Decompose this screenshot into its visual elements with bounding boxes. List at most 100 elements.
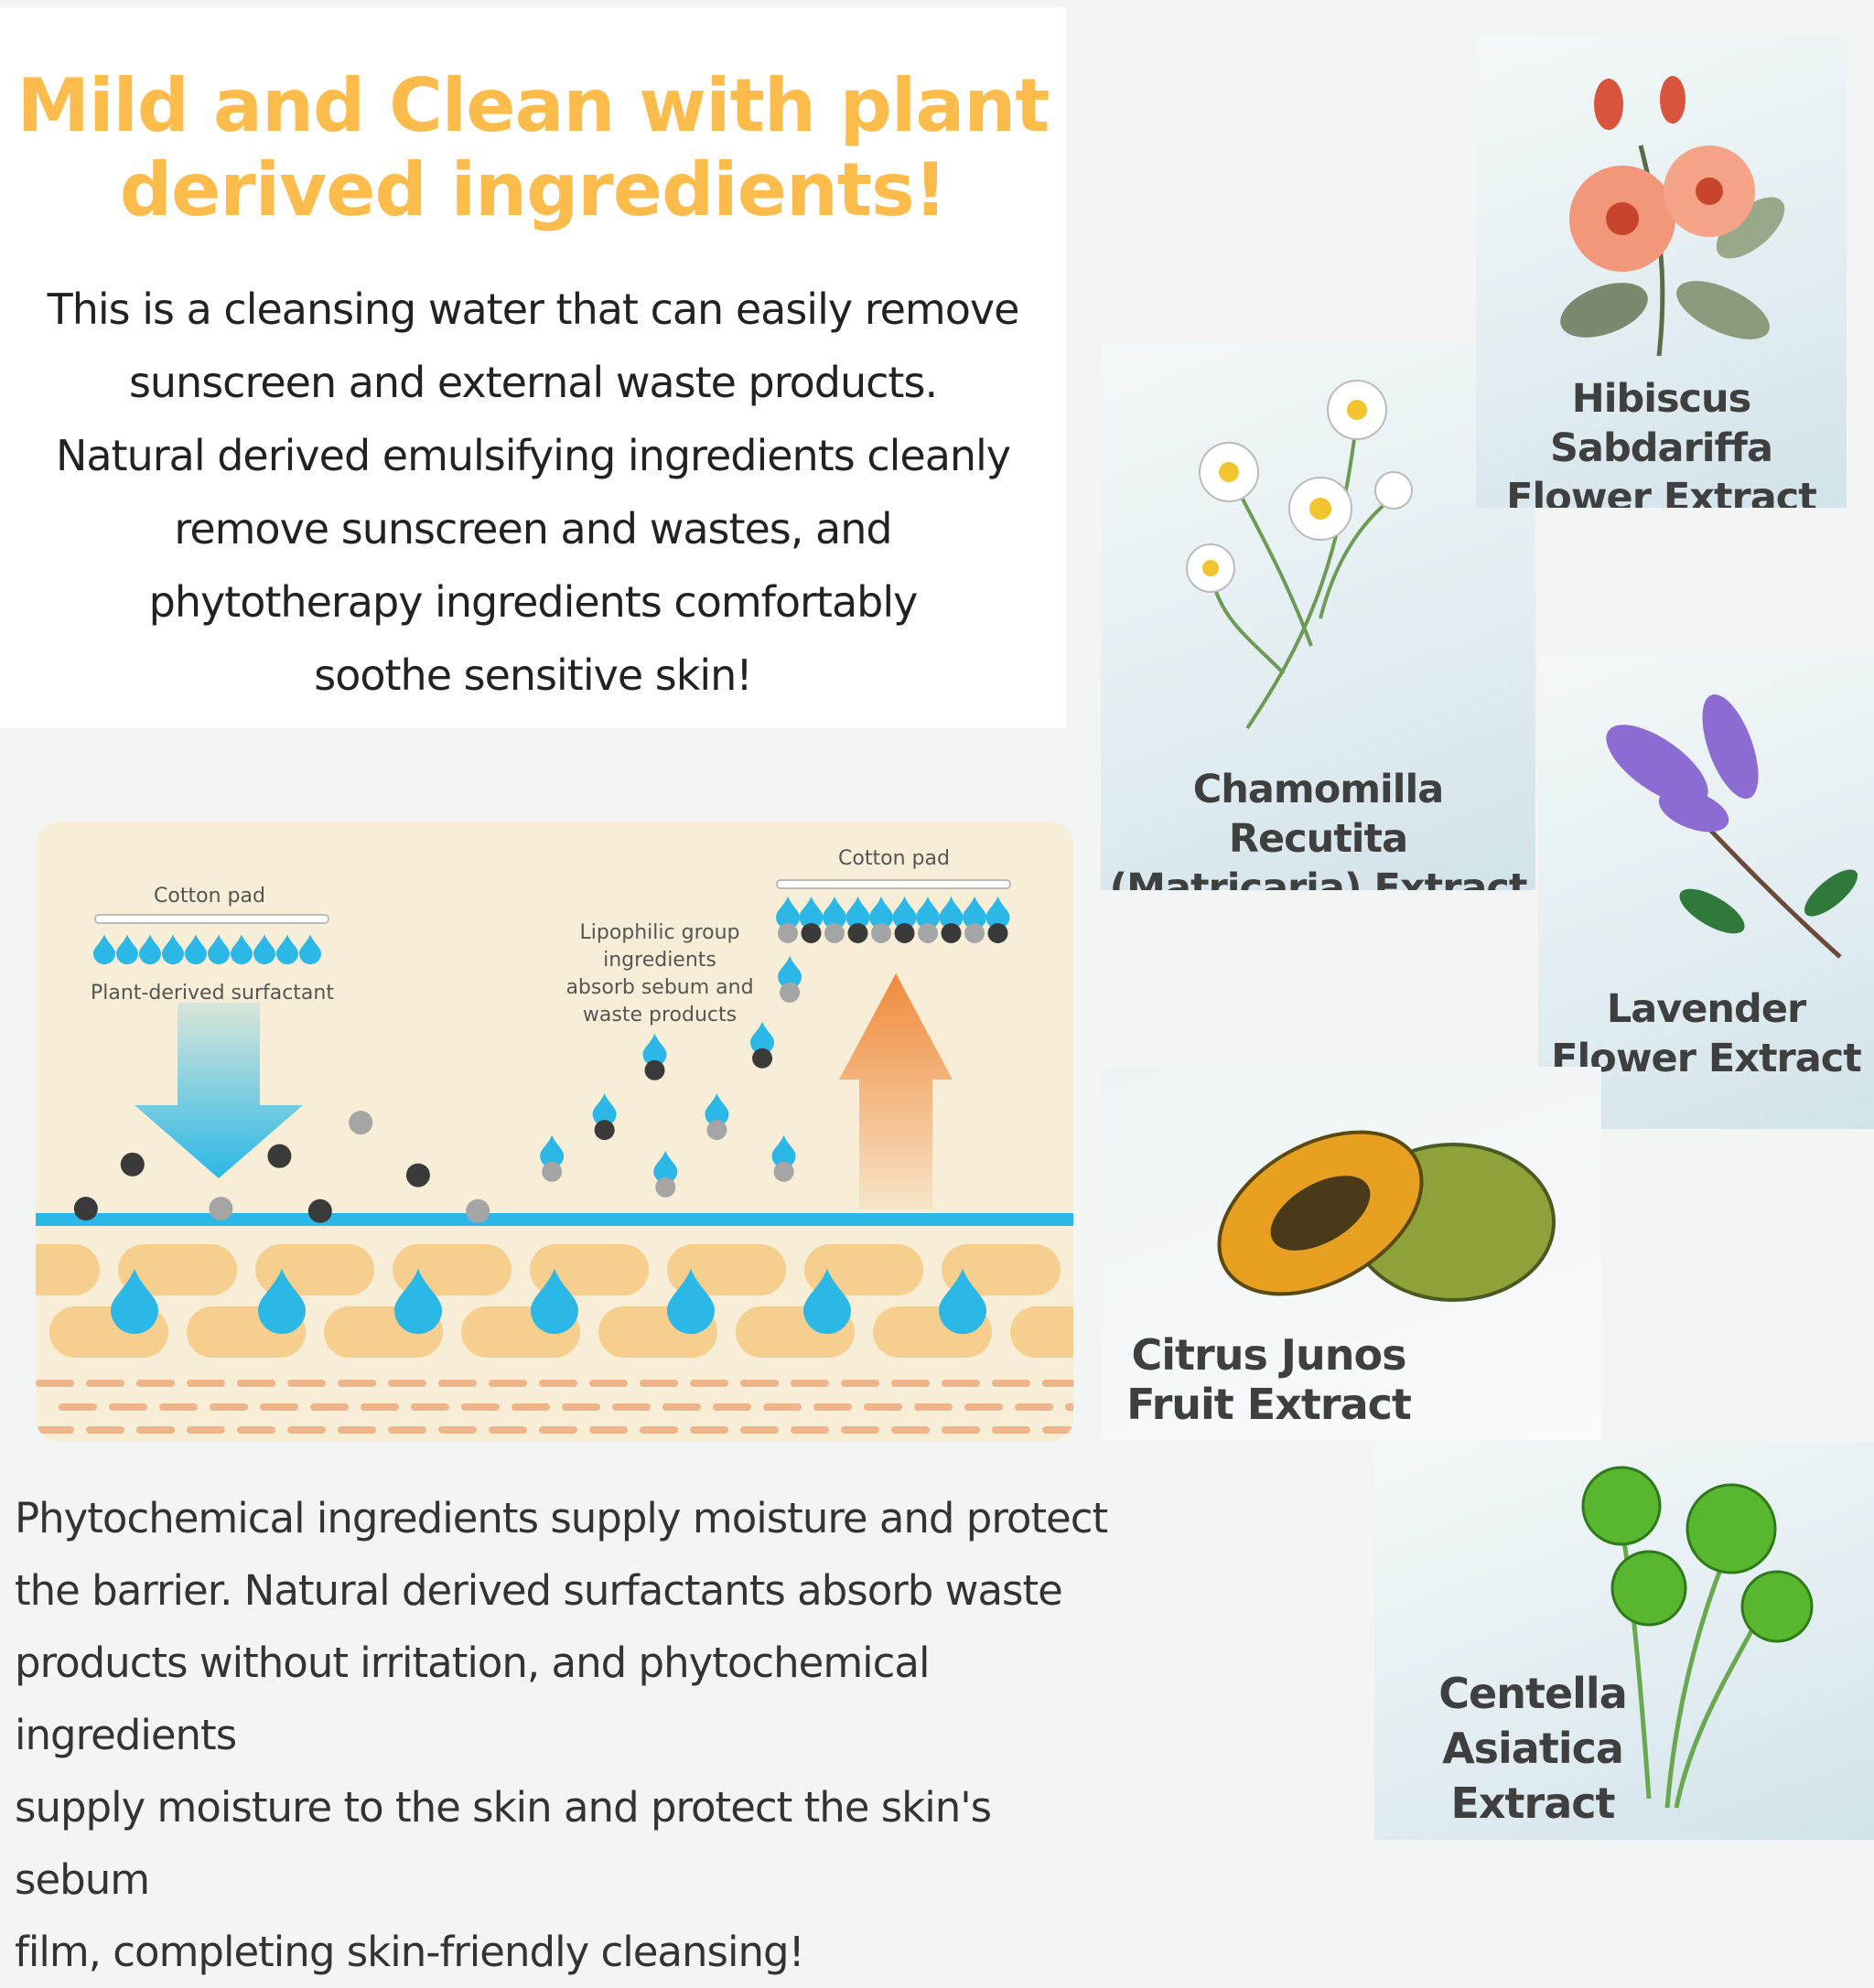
ingredient-tile-chamomile: Chamomilla Recutita (Matricaria) Extract — [1101, 344, 1535, 890]
skin-dash — [489, 1426, 527, 1434]
sebum-particle — [655, 1177, 676, 1198]
up-arrow-icon — [839, 973, 953, 1209]
title-line: derived ingredients! — [119, 147, 948, 232]
intro-panel — [0, 7, 1066, 728]
sebum-particle — [349, 1111, 373, 1135]
label-line: Asiatica — [1442, 1724, 1624, 1773]
sebum-particle — [752, 1048, 773, 1069]
skin-dash — [338, 1426, 376, 1434]
skin-dash — [942, 1426, 980, 1434]
water-drop-icon — [667, 1268, 715, 1335]
lipophilic-label: waste products — [583, 1004, 737, 1026]
sebum-particle — [801, 923, 822, 943]
cotton-pad-label: Cotton pad — [838, 847, 950, 870]
ingredient-label: Hibiscus Sabdariffa Flower Extract — [1476, 374, 1847, 508]
sebum-particle — [824, 923, 845, 943]
bottom-line: supply moisture to the skin and protect … — [15, 1783, 992, 1904]
skin-dash — [964, 1403, 1003, 1411]
ingredient-tile-centella: Centella Asiatica Extract — [1374, 1442, 1874, 1840]
intro-line: sunscreen and external waste products. — [128, 358, 938, 407]
water-drop-icon — [531, 1268, 578, 1335]
intro-line: This is a cleansing water that can easil… — [47, 285, 1020, 334]
skin-dash — [260, 1403, 298, 1411]
ingredient-label: Citrus Junos Fruit Extract — [1101, 1330, 1519, 1429]
label-line: (Matricaria) Extract — [1109, 865, 1528, 890]
water-drop-icon — [116, 934, 138, 965]
skin-dash — [438, 1380, 477, 1387]
label-line: Chamomilla Recutita — [1192, 767, 1445, 862]
sebum-particle — [780, 982, 801, 1003]
skin-dash — [690, 1380, 728, 1387]
diagram-illustration: Cotton pad Plant-derived surfactant Cott… — [36, 847, 1073, 1442]
water-drop-icon — [778, 955, 802, 989]
skin-cell — [36, 1244, 100, 1295]
skin-dash — [539, 1380, 577, 1387]
water-drop-icon — [139, 934, 161, 965]
water-drop-icon — [963, 896, 986, 930]
skin-dash — [791, 1426, 829, 1434]
bottom-line: products without irritation, and phytoch… — [15, 1639, 931, 1759]
intro-line: phytotherapy ingredients comfortably — [148, 577, 919, 627]
skin-dash — [841, 1380, 879, 1387]
skin-cell — [942, 1244, 1061, 1295]
water-drop-icon — [258, 1268, 306, 1335]
cleansing-diagram: Cotton pad Plant-derived surfactant Cott… — [36, 822, 1073, 1442]
water-drop-icon — [162, 934, 184, 965]
skin-dash — [489, 1380, 527, 1387]
intro-paragraph: This is a cleansing water that can easil… — [0, 273, 1066, 712]
bottom-paragraph: Phytochemical ingredients supply moistur… — [15, 1482, 1113, 1988]
ingredient-tile-citrus: Citrus Junos Fruit Extract — [1101, 1067, 1601, 1440]
down-arrow-icon — [135, 1003, 303, 1178]
label-line: Extract — [1450, 1778, 1615, 1828]
sebum-particle — [466, 1198, 490, 1223]
skin-dash — [1015, 1403, 1053, 1411]
skin-dash — [992, 1380, 1030, 1387]
skin-dash — [388, 1380, 426, 1387]
lipophilic-label: absorb sebum and — [565, 976, 753, 999]
sebum-particle — [964, 923, 985, 943]
cotton-pad-right — [776, 879, 1011, 889]
skin-cell — [1010, 1306, 1073, 1358]
ingredient-label: Chamomilla Recutita (Matricaria) Extract — [1101, 765, 1535, 890]
water-drop-icon — [939, 896, 964, 930]
skin-dash — [864, 1403, 902, 1411]
skin-dash — [562, 1403, 600, 1411]
skin-dash — [662, 1403, 701, 1411]
skin-dash — [187, 1380, 225, 1387]
water-drop-icon — [845, 896, 870, 930]
sebum-particle — [706, 1120, 727, 1141]
skin-dash — [992, 1426, 1030, 1434]
hibiscus-icon — [1560, 76, 1785, 357]
lipophilic-label: ingredients — [603, 949, 716, 972]
label-line: Flower Extract — [1551, 1036, 1862, 1081]
skin-dash — [713, 1403, 751, 1411]
label-line: Flower Extract — [1506, 475, 1817, 508]
skin-dash — [891, 1380, 930, 1387]
skin-dash — [237, 1380, 275, 1387]
water-drop-icon — [208, 934, 230, 965]
skin-dash — [740, 1380, 779, 1387]
water-drop-icon — [253, 934, 275, 965]
skin-dash — [1065, 1403, 1073, 1411]
sebum-particle — [773, 1161, 794, 1182]
water-drop-icon — [705, 1092, 729, 1126]
water-drop-icon — [803, 1268, 851, 1335]
skin-dash — [210, 1403, 248, 1411]
water-drop-icon — [653, 1150, 678, 1184]
skin-dash — [589, 1380, 628, 1387]
water-drop-icon — [869, 896, 893, 930]
centella-icon — [1581, 1466, 1814, 1809]
intro-line: remove sunscreen and wastes, and — [174, 504, 892, 553]
sebum-particle — [871, 923, 891, 943]
lavender-icon — [1606, 694, 1858, 959]
skin-dash — [512, 1403, 550, 1411]
skin-surface-line — [36, 1213, 1073, 1226]
water-drop-icon — [985, 896, 1010, 930]
sebum-particle — [918, 923, 938, 943]
skin-cell — [118, 1244, 237, 1295]
bottom-line: Phytochemical ingredients supply moistur… — [15, 1494, 1108, 1542]
skin-dash — [36, 1426, 74, 1434]
skin-dash — [109, 1403, 147, 1411]
water-drop-icon — [540, 1134, 565, 1168]
skin-dash — [1042, 1380, 1073, 1387]
